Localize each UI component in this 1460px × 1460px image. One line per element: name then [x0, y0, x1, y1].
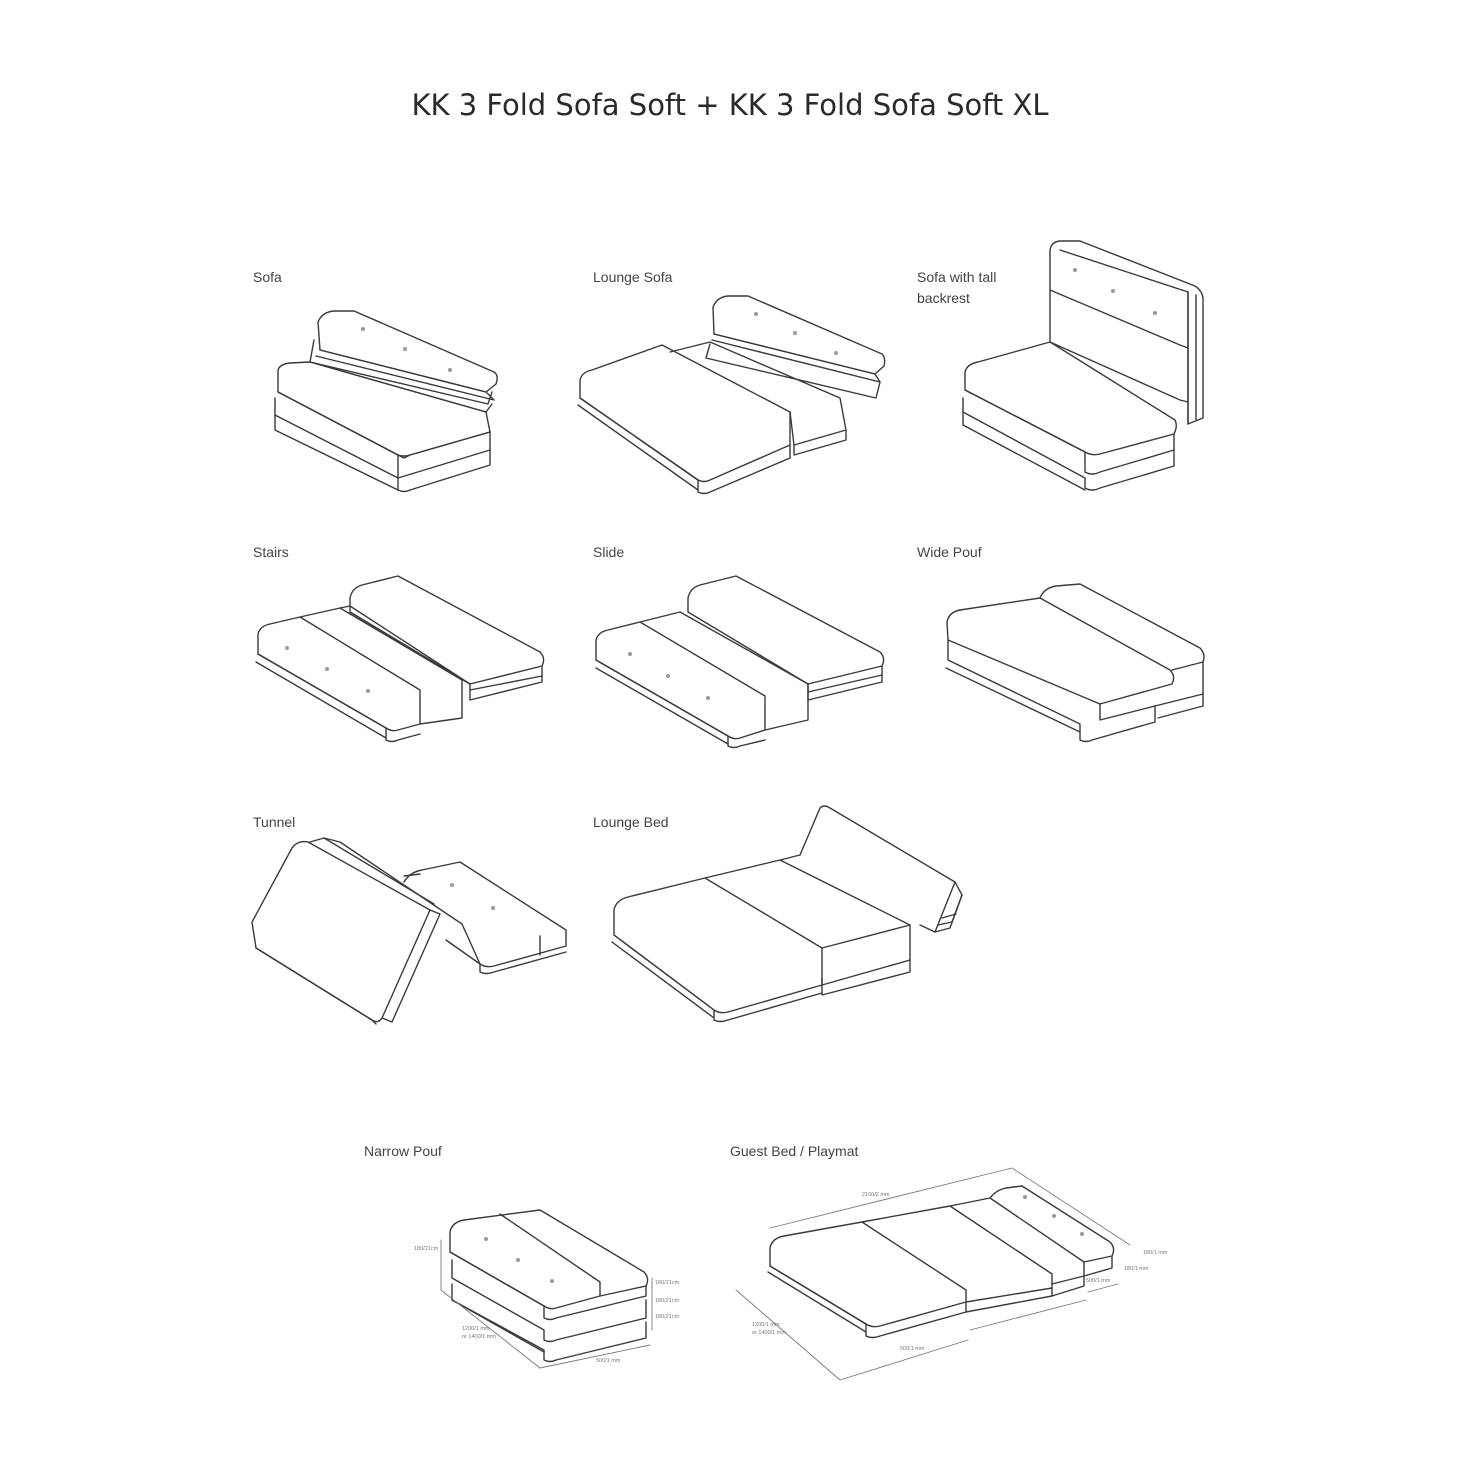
narrow-pouf-illustration: 180/21cm 180/21cm 180/21cm 180/21cm 1200…	[414, 1209, 680, 1369]
dim-gb-7: 500/1 mm	[900, 1346, 925, 1352]
dim-np-7: 500/1 mm	[596, 1358, 621, 1364]
label-tunnel: Tunnel	[253, 814, 296, 830]
dim-gb-1: 2100/2 mm	[862, 1192, 890, 1198]
label-slide: Slide	[593, 544, 625, 560]
slide-illustration	[595, 575, 885, 749]
dim-gb-2: 180/1 mm	[1143, 1250, 1168, 1256]
lounge-sofa-illustration	[577, 295, 886, 495]
page-title: KK 3 Fold Sofa Soft + KK 3 Fold Sofa Sof…	[411, 88, 1049, 122]
label-sofa: Sofa	[253, 269, 282, 285]
lounge-bed-illustration	[611, 805, 963, 1023]
dim-gb-5: 1200/1 mm	[752, 1322, 780, 1328]
label-narrow-pouf: Narrow Pouf	[364, 1143, 442, 1159]
sofa-tall-illustration	[962, 240, 1204, 491]
dim-gb-6: or 1400/1 mm	[752, 1330, 786, 1336]
label-wide-pouf: Wide Pouf	[917, 544, 982, 560]
label-guest-bed: Guest Bed / Playmat	[730, 1143, 859, 1159]
label-stairs: Stairs	[253, 544, 289, 560]
sofa-illustration	[274, 310, 498, 493]
dim-np-2: 180/21cm	[655, 1280, 680, 1286]
label-lounge-sofa: Lounge Sofa	[593, 269, 673, 285]
dim-np-1: 180/21cm	[414, 1246, 439, 1252]
label-sofa-tall: Sofa with tall backrest	[917, 267, 996, 309]
wide-pouf-illustration	[945, 583, 1205, 743]
dim-np-5: 1200/1 mm	[462, 1326, 490, 1332]
label-lounge-bed: Lounge Bed	[593, 814, 669, 830]
guest-bed-illustration: 2100/2 mm 180/1 mm 180/1 mm 500/1 mm 120…	[735, 1167, 1168, 1381]
dim-np-4: 180/21cm	[655, 1314, 680, 1320]
dim-gb-3: 180/1 mm	[1124, 1266, 1149, 1272]
dim-np-6: or 1400/1 mm	[462, 1334, 496, 1340]
stairs-illustration	[255, 575, 545, 743]
label-sofa-tall-line1: Sofa with tall	[917, 269, 997, 285]
tunnel-illustration	[251, 837, 567, 1025]
label-sofa-tall-line2: backrest	[917, 290, 970, 306]
dim-np-3: 180/21cm	[655, 1298, 680, 1304]
dim-gb-4: 500/1 mm	[1086, 1278, 1111, 1284]
